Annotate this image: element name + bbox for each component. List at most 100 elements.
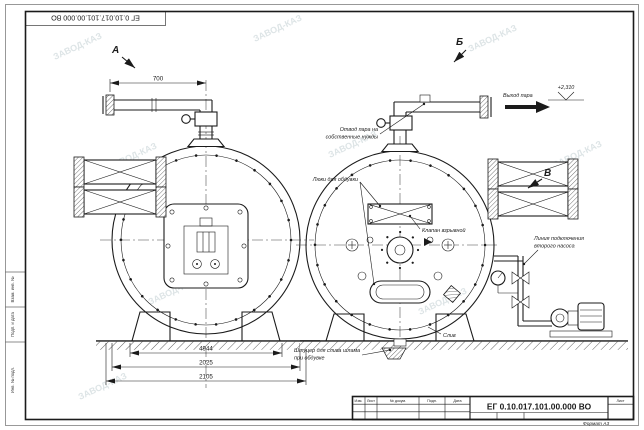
steam-outlet-label: Выход пара (503, 93, 533, 99)
tube-flange (155, 186, 167, 218)
title-col-list: Лист (367, 399, 375, 403)
pump-volute (550, 308, 570, 328)
elevation-value: +2,310 (558, 85, 575, 91)
valve-handwheel-icon (376, 118, 386, 128)
left-view-front: 700 4944 2025 2105 А (73, 45, 320, 388)
title-block-frame (351, 395, 635, 421)
own-needs-label: собственные нужды (326, 135, 378, 141)
pump-line-label: Линия подключения (533, 236, 584, 242)
ground-hatch (96, 341, 320, 350)
tube-flange (487, 188, 499, 220)
support-foot (325, 313, 365, 342)
view-label-b: Б (456, 37, 463, 48)
view-arrow-v (527, 178, 543, 189)
watermark-text: ЗАВОД-КАЗ (77, 370, 129, 401)
explosion-valve-label: Клапан взрывной (422, 227, 466, 234)
peephole (192, 259, 202, 269)
side-tube-bank (487, 158, 579, 220)
bolt-circle-dots (313, 158, 487, 332)
rear-plate-fittings (345, 203, 462, 304)
outlet-flange (479, 95, 489, 119)
margin-stamp-label: Инв. № подл. (10, 367, 15, 393)
title-col-doc: № докум. (390, 399, 406, 403)
top-doc-cell: ЕГ 0.10.017.101.00.000 ВО (25, 11, 166, 26)
burner-unit (196, 231, 216, 253)
doc-number-main: ЕГ 0.10.017.101.00.000 ВО (487, 402, 592, 412)
dim-value: 2105 (199, 374, 213, 381)
peephole (210, 259, 220, 269)
valve-icon (519, 271, 530, 285)
title-col-date: Дата (453, 399, 462, 403)
blow-hatches-label: Люки для обдувки (312, 177, 358, 183)
title-block: Изм. Лист № докум. Подп. Дата ЕГ 0.10.01… (351, 395, 635, 421)
small-port (433, 271, 443, 281)
valve-handwheel-icon (181, 114, 191, 124)
sludge-fitting-label: при обдувке (294, 356, 325, 362)
drain-pit (381, 338, 407, 360)
steam-piping (102, 94, 218, 139)
elevation-mark: +2,310 (548, 85, 584, 101)
valve-icon (511, 271, 522, 285)
view-label-v: В (544, 168, 551, 179)
drain-stub (427, 326, 442, 335)
steam-direction-arrow (505, 101, 550, 113)
manhole-hatch (369, 280, 431, 304)
margin-stamp: Взам. инв. № Подп. и дата Инв. № подл. (5, 271, 26, 393)
bolt-circle-dots (119, 153, 293, 327)
sludge-fitting-label: Штуцер для слива шлама (294, 348, 360, 354)
feed-pump-station (490, 255, 613, 338)
valve-icon (519, 295, 530, 309)
title-col-izm: Изм. (355, 399, 363, 403)
steam-valve (389, 115, 413, 131)
steam-dome (380, 143, 420, 153)
steam-outlet-piping (376, 94, 492, 144)
view-arrow-b (453, 49, 467, 63)
dim-value: 4944 (199, 346, 213, 353)
pipe-end-flange (105, 94, 115, 116)
ground-hatch (300, 341, 628, 350)
inner-frame (24, 10, 635, 421)
blowdown-box (442, 284, 462, 304)
dimension-overall-width: 2105 (105, 343, 307, 385)
manhole-inner (375, 284, 425, 300)
dimension-support-span: 4944 (129, 343, 283, 357)
own-needs-label: Отвод пара на (340, 127, 378, 133)
dimension-pipe-offset: 700 (109, 76, 206, 92)
center-port-bolts (380, 230, 420, 270)
small-port (366, 236, 374, 244)
watermark-text: ЗАВОД-КАЗ (252, 12, 304, 43)
side-tube-bank (73, 156, 167, 218)
tube-flange (73, 156, 85, 188)
tube-flange (567, 158, 579, 190)
tube-flange (567, 188, 579, 220)
top-doc-cell-box (25, 11, 166, 26)
doc-number-rotated: ЕГ 0.10.017.101.00.000 ВО (51, 14, 140, 23)
watermark-text: ЗАВОД-КАЗ (52, 30, 104, 61)
right-view-rear: Выход пара +2,310 Слив (294, 37, 628, 362)
tube-flange (487, 158, 499, 190)
margin-stamp-label: Взам. инв. № (10, 276, 15, 302)
pump-base (549, 330, 613, 338)
tube-flange (73, 186, 85, 218)
format-note: Формат А3 (583, 421, 610, 427)
sheet-cell-label: Лист (616, 399, 624, 403)
small-port (357, 271, 367, 281)
steam-valve (194, 111, 218, 127)
drain-label: Слив (443, 333, 456, 339)
burner-bracket (199, 217, 213, 227)
margin-stamp-label: Подп. и дата (10, 311, 15, 336)
tube-flange (155, 156, 167, 188)
view-label-a: А (111, 45, 119, 56)
view-arrow-a (121, 56, 136, 69)
own-needs-tap (419, 94, 431, 103)
pump-line-label: второго насоса (534, 244, 575, 250)
sheet-frame: Взам. инв. № Подп. и дата Инв. № подл. Е… (5, 4, 639, 426)
dim-value: 2025 (199, 360, 213, 367)
valve-icon (511, 295, 522, 309)
title-col-sign: Подп. (427, 399, 437, 403)
valve-flag (424, 238, 432, 246)
dim-value: 700 (153, 76, 164, 83)
center-port (386, 236, 414, 264)
